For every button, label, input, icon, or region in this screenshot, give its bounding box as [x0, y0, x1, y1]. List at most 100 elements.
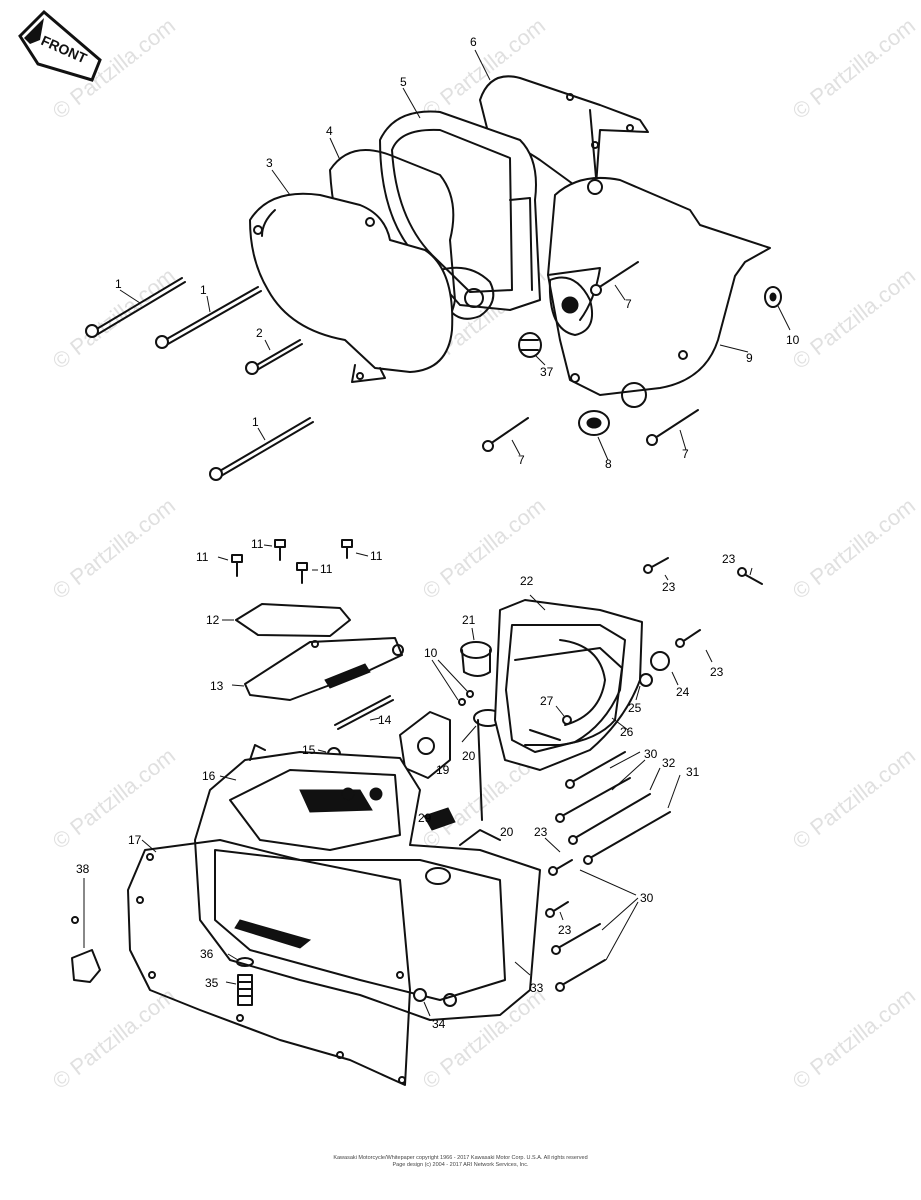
callout-1: 1 [115, 277, 122, 291]
breather-cover-13 [231, 637, 404, 701]
bolt-30c [551, 923, 601, 955]
callout-9: 9 [746, 351, 753, 365]
callout-12: 12 [206, 613, 220, 627]
bolt-30a [565, 751, 626, 789]
bolt-1b [155, 286, 262, 349]
o-ring-25 [635, 673, 653, 701]
callout-7: 7 [625, 297, 632, 311]
callout-33: 33 [530, 981, 544, 995]
front-arrow-badge: FRONT [18, 9, 102, 82]
callout-27: 27 [540, 694, 554, 708]
callout-23: 23 [534, 825, 548, 839]
bolt-32 [568, 793, 651, 845]
cap-38 [71, 878, 101, 983]
callout-26: 26 [620, 725, 634, 739]
clutch-housing-22 [494, 594, 643, 771]
callout-31: 31 [686, 765, 700, 779]
gasket-12 [222, 603, 351, 637]
bolt-10-lower [431, 659, 474, 706]
callout-2: 2 [256, 326, 263, 340]
screw-11b [274, 539, 286, 561]
callout-34: 34 [432, 1017, 446, 1031]
cap-21 [460, 627, 492, 677]
callout-labels: 1 1 2 1 3 4 5 6 7 7 8 7 9 10 37 11 11 11… [76, 35, 800, 1031]
copyright-line-1: Kawasaki Motorcycle/Whitepaper copyright… [333, 1155, 588, 1161]
callout-1: 1 [252, 415, 259, 429]
gasket-17 [127, 839, 411, 1086]
watermark-text: © Partzilla.com [48, 493, 180, 604]
leader-33 [514, 961, 531, 976]
copyright-line-2: Page design (c) 2004 - 2017 ARI Network … [392, 1162, 529, 1168]
callout-21: 21 [462, 613, 476, 627]
drain-plug-35 [225, 974, 253, 1006]
callout-36: 36 [200, 947, 214, 961]
watermark-text: © Partzilla.com [788, 13, 920, 124]
callout-7: 7 [518, 453, 525, 467]
bushing-37 [518, 332, 542, 358]
screw-11c [296, 562, 308, 584]
callout-23: 23 [662, 580, 676, 594]
callout-23: 23 [710, 665, 724, 679]
bolt-1c [209, 417, 314, 481]
washer-36 [227, 953, 254, 967]
bolt-7a [590, 261, 639, 296]
callout-15: 15 [302, 743, 316, 757]
screw-27 [555, 705, 572, 725]
bolt-7c [646, 409, 699, 446]
callout-11: 11 [196, 550, 209, 564]
watermark-text: © Partzilla.com [788, 263, 920, 374]
callout-22: 22 [520, 574, 534, 588]
callout-4: 4 [326, 124, 333, 138]
bolt-7b [482, 417, 529, 452]
cover-5 [379, 110, 541, 320]
watermark-text: © Partzilla.com [788, 983, 920, 1094]
leader-lines-upper [119, 49, 791, 461]
leader-30-32-31 [579, 751, 681, 961]
callout-13: 13 [210, 679, 224, 693]
grommet-29 [423, 807, 456, 831]
bushing-24 [650, 651, 679, 686]
callout-35: 35 [205, 976, 219, 990]
watermark-text: © Partzilla.com [48, 983, 180, 1094]
callout-30: 30 [644, 747, 658, 761]
leader-11 [217, 544, 369, 571]
callout-38: 38 [76, 862, 90, 876]
oil-seal-8 [578, 410, 610, 436]
callout-10: 10 [424, 646, 438, 660]
leader-23 [544, 567, 753, 921]
callout-37: 37 [540, 365, 554, 379]
watermark-text: © Partzilla.com [788, 743, 920, 854]
callout-10: 10 [786, 333, 800, 347]
bolt-23b [737, 567, 763, 585]
callout-8: 8 [605, 457, 612, 471]
callout-32: 32 [662, 756, 676, 770]
bolt-2 [245, 339, 303, 375]
callout-24: 24 [676, 685, 690, 699]
bolt-23c [675, 629, 701, 648]
washer-10 [764, 286, 782, 308]
callout-5: 5 [400, 75, 407, 89]
callout-20: 20 [500, 825, 514, 839]
sprocket-cover-9 [547, 176, 771, 408]
screw-11d [341, 539, 353, 559]
callout-7: 7 [682, 447, 689, 461]
callout-16: 16 [202, 769, 216, 783]
crankcase-16 [194, 744, 541, 1021]
bolt-30d [555, 959, 606, 992]
callout-6: 6 [470, 35, 477, 49]
callout-23: 23 [722, 552, 736, 566]
callout-11: 11 [320, 562, 333, 576]
callout-3: 3 [266, 156, 273, 170]
callout-14: 14 [378, 713, 392, 727]
callout-11: 11 [370, 549, 383, 563]
callout-25: 25 [628, 701, 642, 715]
watermark-text: © Partzilla.com [48, 743, 180, 854]
bolt-1a [85, 277, 186, 338]
bolt-23e [545, 901, 569, 918]
screw-11a [231, 554, 243, 577]
callout-30: 30 [640, 891, 654, 905]
callout-19: 19 [436, 763, 450, 777]
stud-14 [334, 695, 394, 730]
callout-11: 11 [251, 537, 264, 551]
